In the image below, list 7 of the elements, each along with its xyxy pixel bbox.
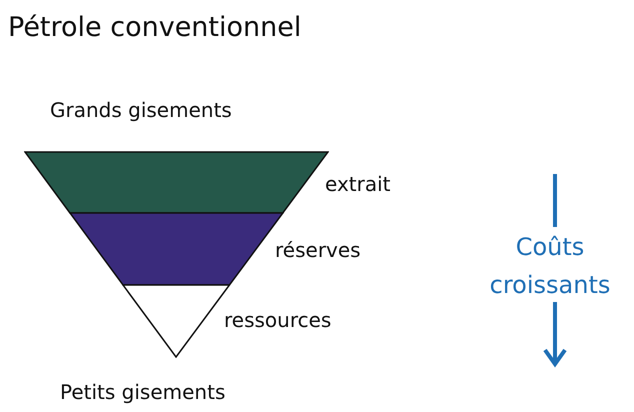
title: Pétrole conventionnel — [8, 12, 302, 43]
band-label: extrait — [325, 172, 391, 196]
axis-label: Coûts croissants — [488, 232, 612, 301]
band-label: réserves — [275, 238, 361, 262]
heading-label: Petits gisements — [60, 380, 226, 404]
band-label: ressources — [224, 308, 332, 332]
heading-label: Grands gisements — [50, 98, 232, 122]
